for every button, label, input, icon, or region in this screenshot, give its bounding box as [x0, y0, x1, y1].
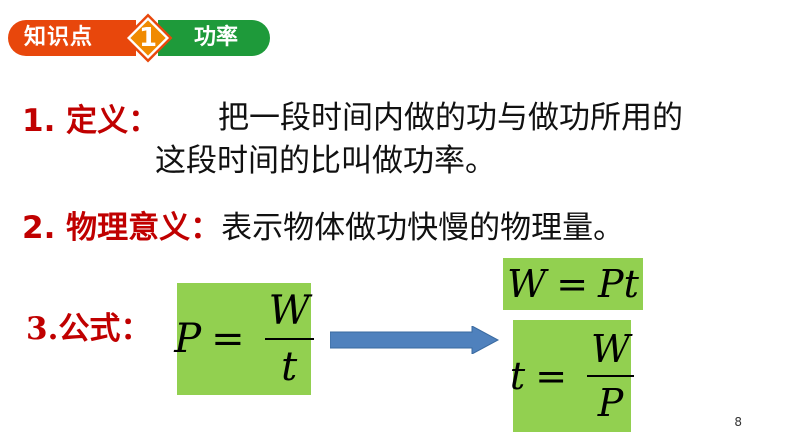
formula-d1-eq: =	[556, 262, 589, 306]
definition-label: 1. 定义：	[22, 103, 160, 139]
definition-row: 1. 定义：	[22, 95, 159, 140]
fraction-bar	[264, 338, 314, 340]
badge-label-bg: 知识点	[8, 20, 136, 56]
formula-d1-rhs: Pt	[598, 262, 639, 306]
page-number: 8	[734, 415, 742, 429]
fraction-bar	[587, 375, 635, 377]
formula-d2-lhs: t	[509, 354, 526, 398]
formula-box-work: W = Pt	[503, 258, 643, 310]
formula-d2-eq: =	[535, 354, 568, 398]
badge-topic-bg: 功率	[158, 20, 270, 56]
meaning-row: 2. 物理意义：表示物体做功快慢的物理量。	[22, 202, 624, 247]
topic-badge: 知识点 功率 1	[8, 13, 270, 63]
badge-topic: 功率	[194, 25, 239, 50]
meaning-label: 2. 物理意义：	[22, 210, 222, 246]
formula-box-power: P = W t	[174, 283, 314, 395]
formula-main-lhs: P	[174, 316, 202, 362]
formula-d1-lhs: W	[507, 262, 547, 306]
meaning-text: 表示物体做功快慢的物理量。	[221, 210, 625, 246]
formula-main-denominator: t	[281, 344, 298, 390]
formula-d2-denominator: P	[597, 381, 624, 425]
badge-label: 知识点	[24, 25, 94, 50]
formula-main-numerator: W	[268, 288, 310, 334]
definition-text-line1: 把一段时间内做的功与做功所用的	[218, 100, 683, 136]
formula-label: 3.公式：	[26, 311, 152, 347]
badge-number: 1	[138, 23, 158, 53]
definition-text-line2: 这段时间的比叫做功率。	[155, 143, 496, 179]
formula-d2-fraction: W P	[587, 327, 635, 425]
formula-box-time: t = W P	[509, 320, 635, 432]
right-arrow-icon	[330, 326, 500, 354]
formula-main-eq: =	[211, 316, 245, 362]
formula-d2-numerator: W	[591, 327, 631, 371]
formula-main-fraction: W t	[264, 288, 314, 390]
